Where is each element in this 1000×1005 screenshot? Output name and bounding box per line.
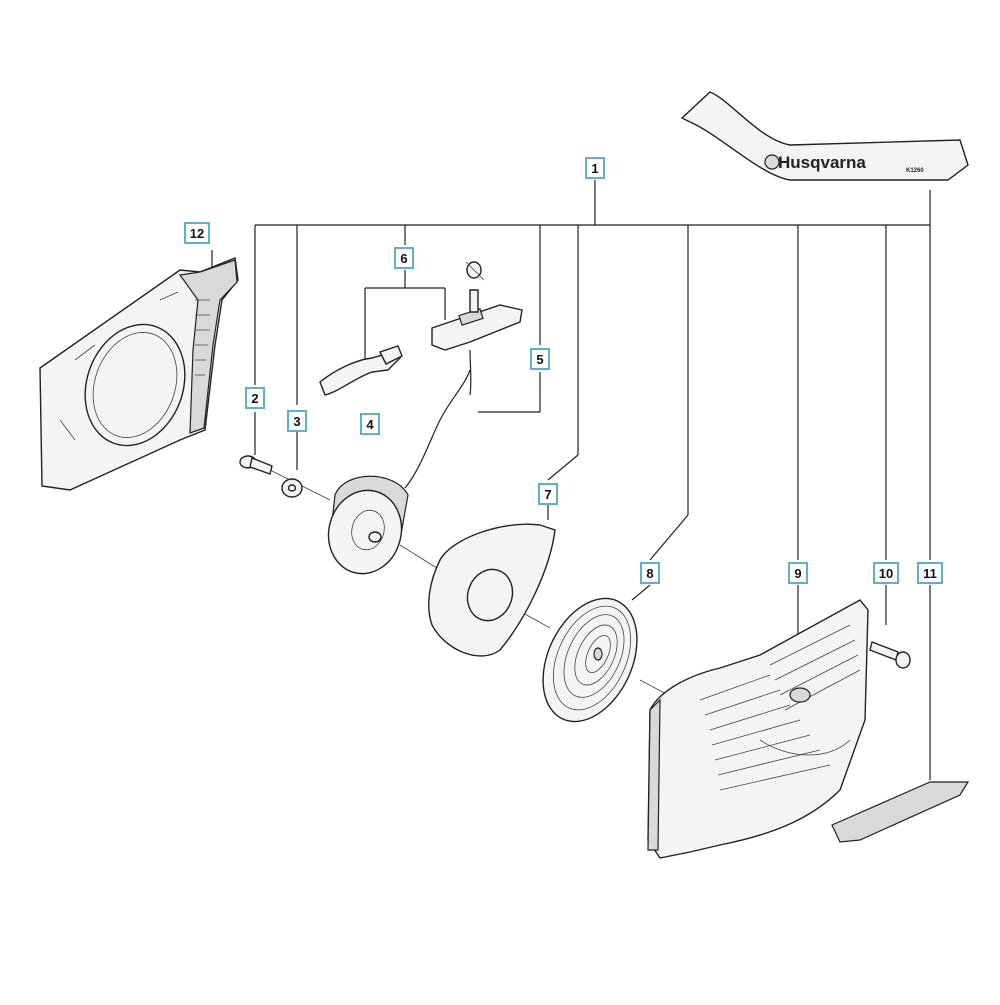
callout-8: 8 xyxy=(640,562,660,584)
part-10-screw xyxy=(869,641,911,669)
callout-1: 1 xyxy=(585,157,605,179)
callout-5: 5 xyxy=(530,348,550,370)
part-4-rope-pulley xyxy=(327,369,471,575)
callout-3: 3 xyxy=(287,410,307,432)
decal-model-text: K1260 xyxy=(906,168,924,174)
part-7-disc xyxy=(428,523,556,657)
part-11-decal-top: Husqvarna K1260 xyxy=(680,91,969,181)
leader-lines xyxy=(211,180,931,780)
decal-brand-text: Husqvarna xyxy=(778,153,866,172)
part-6-starter-handle xyxy=(319,261,523,396)
part-11-decal-bottom xyxy=(831,781,970,843)
callout-2: 2 xyxy=(245,387,265,409)
part-2-bolt xyxy=(239,455,273,475)
part-9-starter-housing xyxy=(647,599,869,859)
callout-7: 7 xyxy=(538,483,558,505)
callout-9: 9 xyxy=(788,562,808,584)
callout-10: 10 xyxy=(873,562,899,584)
part-8-recoil-spring xyxy=(542,597,638,723)
callout-11: 11 xyxy=(917,562,943,584)
husqvarna-logo-icon xyxy=(764,154,780,170)
callout-12: 12 xyxy=(184,222,210,244)
part-12-cover-plate xyxy=(39,257,239,491)
part-3-washer xyxy=(281,478,303,498)
callout-6: 6 xyxy=(394,247,414,269)
callout-4: 4 xyxy=(360,413,380,435)
